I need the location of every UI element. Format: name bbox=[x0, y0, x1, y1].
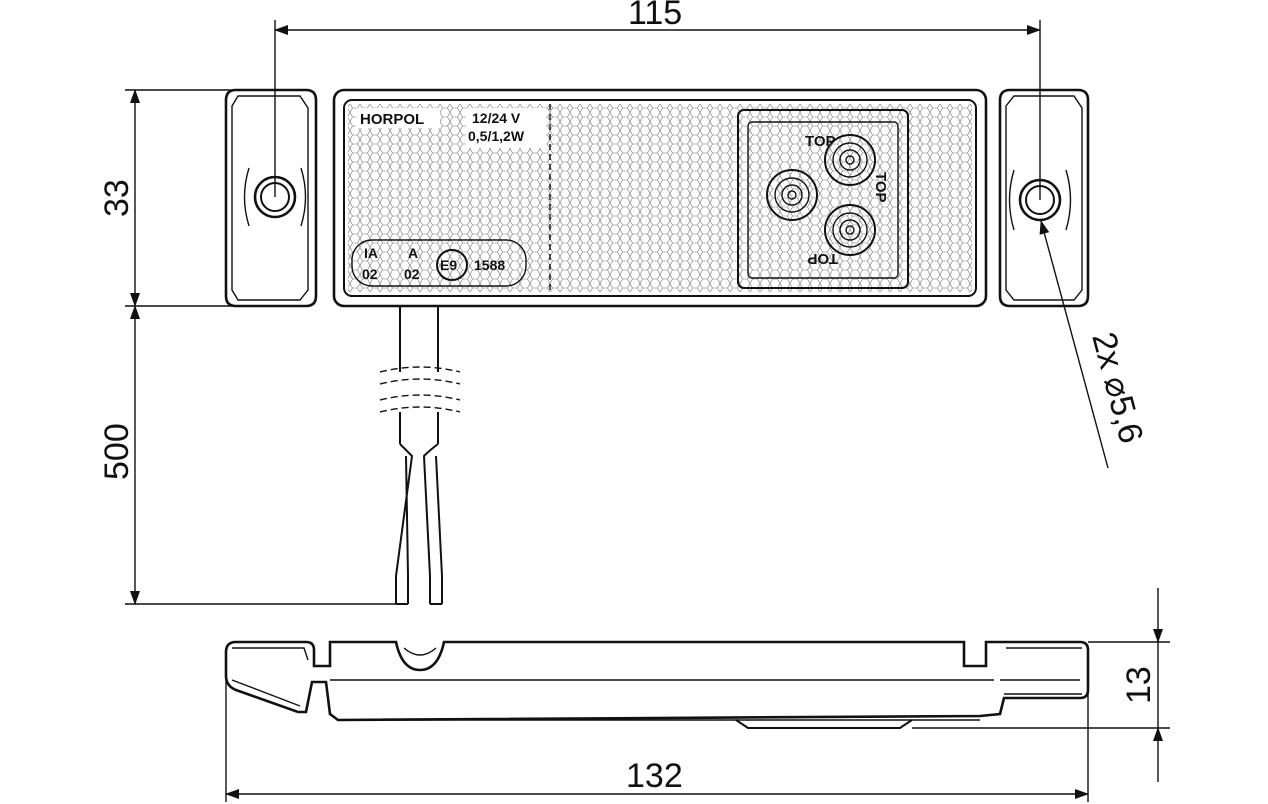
e-mark: E9 bbox=[440, 257, 457, 273]
e-mark-circle bbox=[436, 249, 468, 281]
dim-cable-length: 500 bbox=[98, 305, 396, 605]
lamp-body bbox=[332, 88, 988, 308]
approval-marks-panel bbox=[351, 239, 527, 287]
e-mark-number: 1588 bbox=[474, 257, 505, 273]
dim-cable-length-value: 500 bbox=[98, 423, 136, 480]
dim-hole-diameter: 2x ⌀5,6 bbox=[1039, 220, 1150, 469]
right-mounting-ear bbox=[998, 88, 1090, 308]
approval-a: A bbox=[408, 245, 418, 261]
voltage-marking: 12/24 V bbox=[472, 110, 521, 126]
cable bbox=[379, 306, 461, 605]
led-window bbox=[737, 109, 909, 289]
led-top-label-2: TOP bbox=[872, 172, 889, 203]
top-view: TOP TOP TOP HORPOL 12/24 V 0,5/1,2W IA 0… bbox=[224, 88, 1090, 605]
approval-ia: IA bbox=[364, 245, 378, 261]
side-profile bbox=[224, 640, 1090, 722]
dim-hole-spacing: 115 bbox=[274, 0, 1041, 200]
dim-hole-spacing-value: 115 bbox=[628, 0, 682, 32]
led-top-label-3: TOP bbox=[807, 250, 838, 267]
led-cluster bbox=[766, 134, 876, 256]
led-top-label-1: TOP bbox=[805, 133, 836, 150]
dim-hole-diameter-value: 2x ⌀5,6 bbox=[1084, 328, 1150, 447]
dim-depth-value: 13 bbox=[1120, 666, 1158, 704]
approval-ia-code: 02 bbox=[362, 266, 378, 282]
dim-height-value: 33 bbox=[98, 179, 136, 217]
side-view bbox=[224, 640, 1090, 729]
dim-depth: 13 bbox=[912, 588, 1170, 782]
left-mounting-ear bbox=[224, 88, 318, 308]
dim-height: 33 bbox=[98, 89, 236, 307]
reflector-lens bbox=[348, 104, 972, 292]
dim-overall-length-value: 132 bbox=[626, 757, 683, 795]
brand-marking: HORPOL bbox=[360, 111, 424, 128]
power-marking: 0,5/1,2W bbox=[468, 128, 525, 144]
approval-a-code: 02 bbox=[404, 266, 420, 282]
dim-overall-length: 132 bbox=[225, 676, 1089, 802]
